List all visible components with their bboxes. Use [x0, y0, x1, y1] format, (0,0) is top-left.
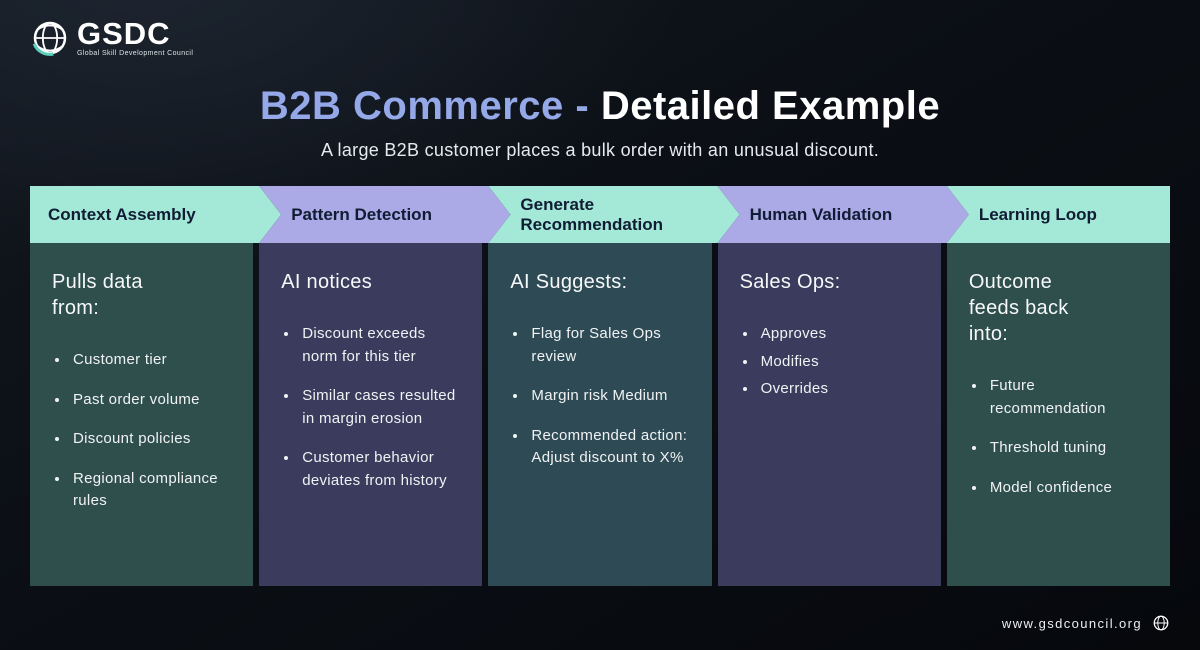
- bullet-item: Regional compliance rules: [70, 468, 233, 513]
- bullet-item: Discount policies: [70, 428, 233, 451]
- bullet-item: Past order volume: [70, 389, 233, 412]
- column-pattern-detection: Pattern Detection AI notices Discount ex…: [259, 186, 482, 586]
- column-heading: AI Suggests:: [510, 271, 628, 293]
- bullet-item: Customer behavior deviates from history: [299, 447, 462, 492]
- bullet-item: Future recommendation: [987, 375, 1150, 420]
- bullet-item: Model confidence: [987, 477, 1150, 500]
- column-heading: AI notices: [281, 271, 373, 293]
- workflow-columns: Context Assembly Pulls data from: Custom…: [30, 186, 1171, 586]
- column-context-assembly: Context Assembly Pulls data from: Custom…: [30, 186, 253, 586]
- column-header-arrow: Pattern Detection: [259, 186, 510, 243]
- bullet-item: Approves: [758, 323, 921, 346]
- footer-globe-icon: [1153, 615, 1169, 631]
- bullet-list: Flag for Sales Ops reviewMargin risk Med…: [510, 323, 691, 470]
- page-title-highlight: B2B Commerce -: [259, 84, 590, 128]
- column-header-label: Context Assembly: [48, 204, 196, 224]
- footer: www.gsdcouncil.org: [1002, 614, 1170, 632]
- bullet-item: Threshold tuning: [987, 437, 1150, 460]
- bullet-list: ApprovesModifiesOverrides: [740, 323, 921, 401]
- column-body: Pulls data from: Customer tierPast order…: [30, 243, 254, 586]
- bullet-item: Flag for Sales Ops review: [528, 323, 691, 368]
- column-heading: Pulls data from:: [52, 271, 143, 319]
- column-header-label: Human Validation: [749, 204, 893, 224]
- column-header-arrow: Context Assembly: [30, 186, 281, 243]
- footer-website-link[interactable]: www.gsdcouncil.org: [1001, 615, 1142, 631]
- bullet-item: Margin risk Medium: [528, 385, 691, 408]
- column-header-label: Generate Recommendation: [520, 194, 664, 234]
- bullet-list: Future recommendationThreshold tuningMod…: [969, 375, 1150, 499]
- bullet-item: Overrides: [758, 378, 921, 401]
- column-human-validation: Human Validation Sales Ops: ApprovesModi…: [717, 186, 941, 586]
- bullet-list: Discount exceeds norm for this tierSimil…: [281, 323, 462, 492]
- logo-name: GSDC: [77, 15, 171, 51]
- column-header-arrow: Generate Recommendation: [488, 186, 739, 243]
- page-title-rest: Detailed Example: [589, 84, 941, 128]
- column-header-label: Pattern Detection: [291, 204, 432, 224]
- globe-icon: [32, 21, 67, 56]
- page-title: B2B Commerce - Detailed Example: [0, 84, 1200, 129]
- logo-text: GSDC Global Skill Development Council: [77, 15, 194, 58]
- bullet-item: Recommended action: Adjust discount to X…: [528, 425, 691, 470]
- column-heading: Sales Ops:: [739, 271, 841, 293]
- column-heading: Outcome feeds back into:: [968, 271, 1069, 345]
- column-body: AI notices Discount exceeds norm for thi…: [259, 243, 483, 586]
- bullet-item: Customer tier: [70, 349, 233, 372]
- page-subtitle: A large B2B customer places a bulk order…: [320, 140, 880, 160]
- column-learning-loop: Learning Loop Outcome feeds back into: F…: [946, 186, 1171, 586]
- bullet-item: Similar cases resulted in margin erosion: [299, 385, 462, 430]
- column-header-label: Learning Loop: [978, 204, 1097, 224]
- bullet-list: Customer tierPast order volumeDiscount p…: [52, 349, 233, 513]
- gsdc-logo: GSDC Global Skill Development Council: [30, 18, 193, 58]
- bullet-item: Modifies: [758, 351, 921, 374]
- column-header-arrow: Human Validation: [718, 186, 969, 243]
- bullet-item: Discount exceeds norm for this tier: [299, 323, 462, 368]
- column-generate-recommendation: Generate Recommendation AI Suggests: Fla…: [488, 186, 711, 586]
- column-header-arrow: Learning Loop: [946, 186, 1171, 243]
- column-body: Sales Ops: ApprovesModifiesOverrides: [717, 243, 941, 586]
- column-body: Outcome feeds back into: Future recommen…: [946, 243, 1171, 586]
- logo-tagline: Global Skill Development Council: [77, 50, 194, 58]
- column-body: AI Suggests: Flag for Sales Ops reviewMa…: [488, 243, 712, 586]
